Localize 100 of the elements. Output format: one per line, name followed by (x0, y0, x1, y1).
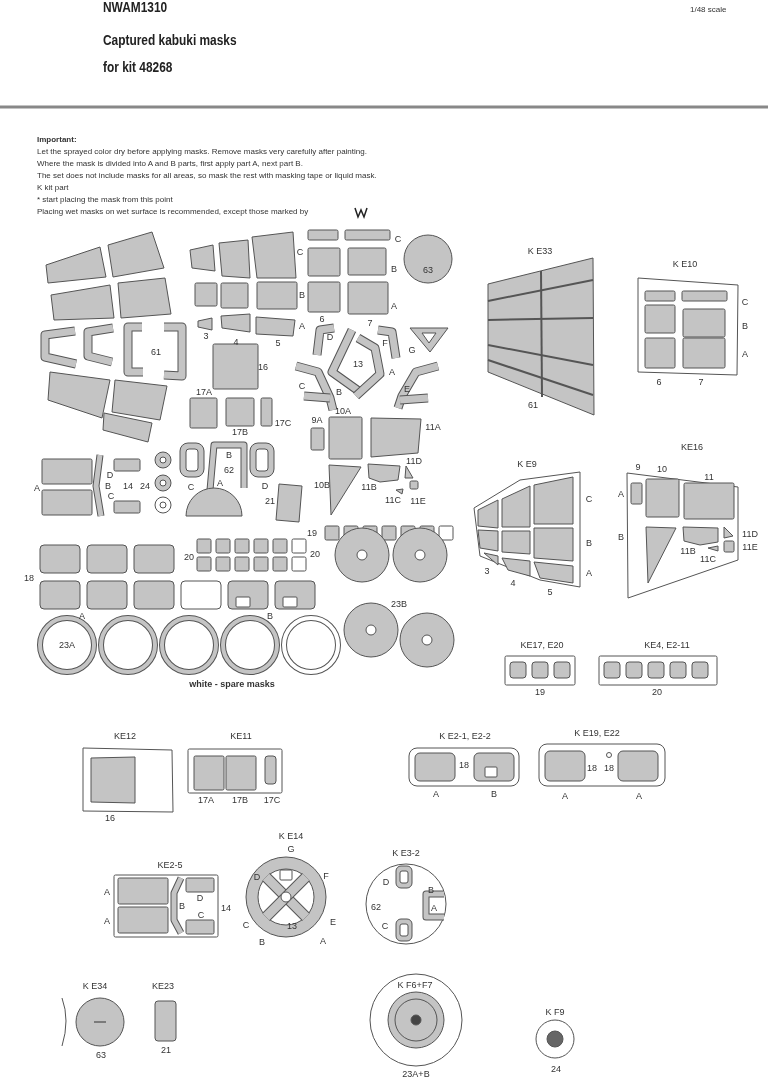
part-label: C (298, 381, 306, 391)
part-label: 18 (604, 763, 614, 773)
product-code: NWAM1310 (103, 0, 168, 14)
set-code: K E9 (517, 459, 537, 469)
part-label: A (636, 791, 642, 801)
set-code: KE4, E2-11 (644, 640, 690, 650)
part-label: 14 (221, 903, 231, 913)
part-label: 10B (314, 480, 330, 490)
part-label: 23B (391, 599, 407, 609)
part-label: D (106, 470, 114, 480)
set-code: KE17, E20 (520, 640, 564, 650)
part-label: 17A (198, 795, 214, 805)
set-code: KE23 (152, 981, 174, 991)
part-label: B (259, 937, 265, 947)
set-code: K E19, E22 (574, 728, 620, 738)
part-label: 4 (510, 578, 516, 588)
part-label: 11 (704, 472, 714, 482)
part-label: C (585, 494, 593, 504)
part-label: D (253, 872, 261, 882)
instruction-text: Placing wet masks on wet surface is recommended, except those marked by (37, 208, 309, 216)
part-label: 11C (700, 554, 716, 564)
part-label: 17C (263, 795, 281, 805)
set-code: K E34 (82, 981, 108, 991)
part-label: 23A (59, 640, 75, 650)
part-label: C (242, 920, 250, 930)
part-label: A (104, 916, 110, 926)
part-label: D (196, 893, 204, 903)
part-label: B (179, 901, 185, 911)
part-label: 23A+B (402, 1069, 430, 1079)
part-label: 3 (484, 566, 490, 576)
part-label: C (197, 910, 205, 920)
part-label: 14 (123, 481, 133, 491)
legend-text: * start placing the mask from this point (37, 196, 173, 204)
part-label: C (187, 482, 195, 492)
part-label: B (742, 321, 748, 331)
part-label: 17C (274, 418, 292, 428)
part-label: A (742, 349, 748, 359)
part-label: 10A (335, 406, 351, 416)
part-label: 19 (535, 687, 545, 697)
part-label: B (299, 290, 305, 300)
part-label: A (34, 483, 40, 493)
part-label: 18 (587, 763, 597, 773)
part-label: 11C (385, 495, 401, 505)
part-label: 24 (551, 1064, 561, 1074)
part-label: 18 (24, 573, 34, 583)
part-label: 18 (459, 760, 469, 770)
part-label: D (326, 332, 334, 342)
part-label: 11B (361, 482, 377, 492)
part-label: 5 (547, 587, 553, 597)
part-label: F (382, 338, 388, 348)
part-label: G (287, 844, 295, 854)
part-label: 19 (307, 528, 317, 538)
part-label: 20 (184, 552, 194, 562)
part-label: 5 (275, 338, 281, 348)
part-label: 63 (96, 1050, 106, 1060)
part-label: A (299, 321, 305, 331)
instruction-text: The set does not include masks for all areas, so mask the rest with masking tape or liquid mask. (37, 172, 377, 180)
part-label: A (217, 478, 223, 488)
part-label: B (226, 450, 232, 460)
set-code: K F9 (545, 1007, 565, 1017)
part-label: 17B (232, 795, 248, 805)
part-label: C (107, 491, 115, 501)
part-label: E (330, 917, 336, 927)
set-code: KE16 (681, 442, 703, 452)
part-label: B (428, 885, 434, 895)
part-label: 21 (265, 496, 275, 506)
part-label: 61 (528, 400, 538, 410)
part-label: B (391, 264, 397, 274)
part-label: B (267, 611, 273, 621)
part-label: C (741, 297, 749, 307)
part-label: 11E (742, 542, 758, 552)
part-label: 17A (196, 387, 212, 397)
part-label: 7 (698, 377, 704, 387)
part-label: A (586, 568, 592, 578)
part-label: 16 (105, 813, 115, 823)
part-label: A (389, 367, 395, 377)
title: Captured kabuki masks (103, 33, 237, 47)
part-label: A (618, 489, 624, 499)
part-label: B (618, 532, 624, 542)
part-label: 62 (371, 902, 381, 912)
part-label: 9A (311, 415, 323, 425)
legend-text: K kit part (37, 184, 69, 192)
part-label: 13 (287, 921, 297, 931)
kit-text: for kit 48268 (103, 60, 173, 74)
part-label: 4 (233, 337, 239, 347)
part-label: 11D (406, 456, 422, 466)
part-label: 3 (203, 331, 209, 341)
part-label: B (336, 387, 342, 397)
part-label: 62 (224, 465, 234, 475)
part-label: 11D (742, 529, 758, 539)
part-label: A (562, 791, 568, 801)
part-label: 24 (140, 481, 150, 491)
part-label: A (431, 903, 437, 913)
part-label: E (404, 384, 410, 394)
part-label: 13 (353, 359, 363, 369)
set-code: KE12 (114, 731, 136, 741)
part-label: D (261, 481, 269, 491)
part-label: C (296, 247, 304, 257)
part-label: 21 (161, 1045, 171, 1055)
part-label: A (79, 611, 85, 621)
